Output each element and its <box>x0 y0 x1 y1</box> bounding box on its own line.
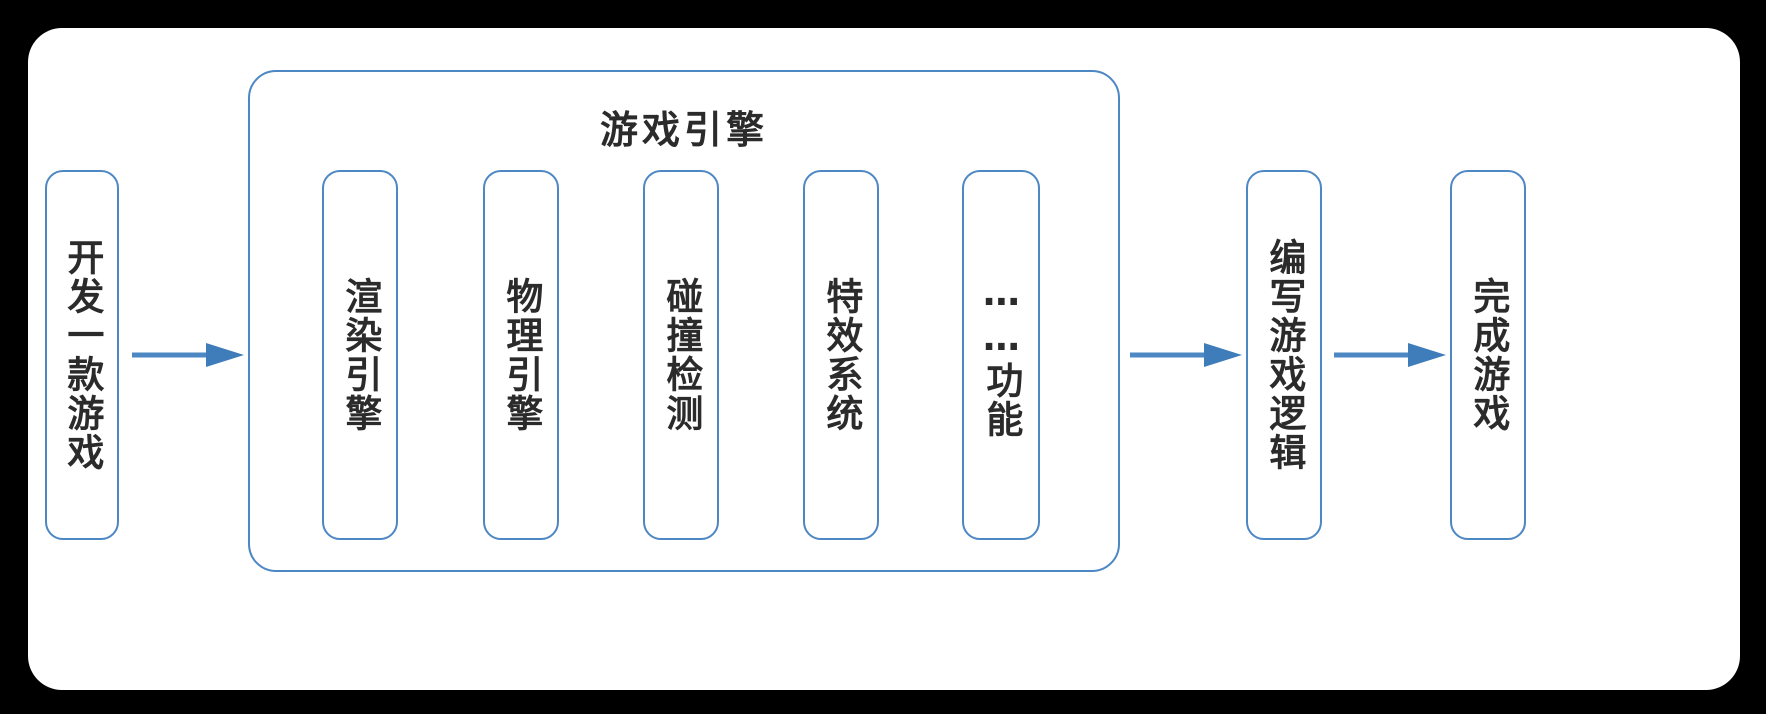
node-finish-game[interactable]: 完成游戏 <box>1450 170 1526 540</box>
group-game-engine-title: 游戏引擎 <box>599 108 768 152</box>
node-effects-system[interactable]: 特效系统 <box>803 170 879 540</box>
arrow-logic-to-finish <box>1334 343 1446 367</box>
node-collision-detection-label: 碰撞检测 <box>659 277 703 433</box>
node-write-game-logic[interactable]: 编写游戏逻辑 <box>1246 170 1322 540</box>
node-render-engine-label: 渲染引擎 <box>338 277 382 433</box>
node-finish-game-label: 完成游戏 <box>1466 277 1510 433</box>
node-effects-system-label: 特效系统 <box>819 277 863 433</box>
node-develop-game[interactable]: 开发一款游戏 <box>45 170 119 540</box>
node-other-features[interactable]: ……功能 <box>962 170 1040 540</box>
node-render-engine[interactable]: 渲染引擎 <box>322 170 398 540</box>
node-physics-engine-label: 物理引擎 <box>499 277 543 433</box>
node-other-features-label: ……功能 <box>979 271 1023 439</box>
arrow-develop-to-engine <box>132 343 244 367</box>
node-develop-game-label: 开发一款游戏 <box>60 238 104 472</box>
node-collision-detection[interactable]: 碰撞检测 <box>643 170 719 540</box>
node-write-game-logic-label: 编写游戏逻辑 <box>1262 238 1306 472</box>
node-physics-engine[interactable]: 物理引擎 <box>483 170 559 540</box>
arrow-engine-to-logic <box>1130 343 1242 367</box>
